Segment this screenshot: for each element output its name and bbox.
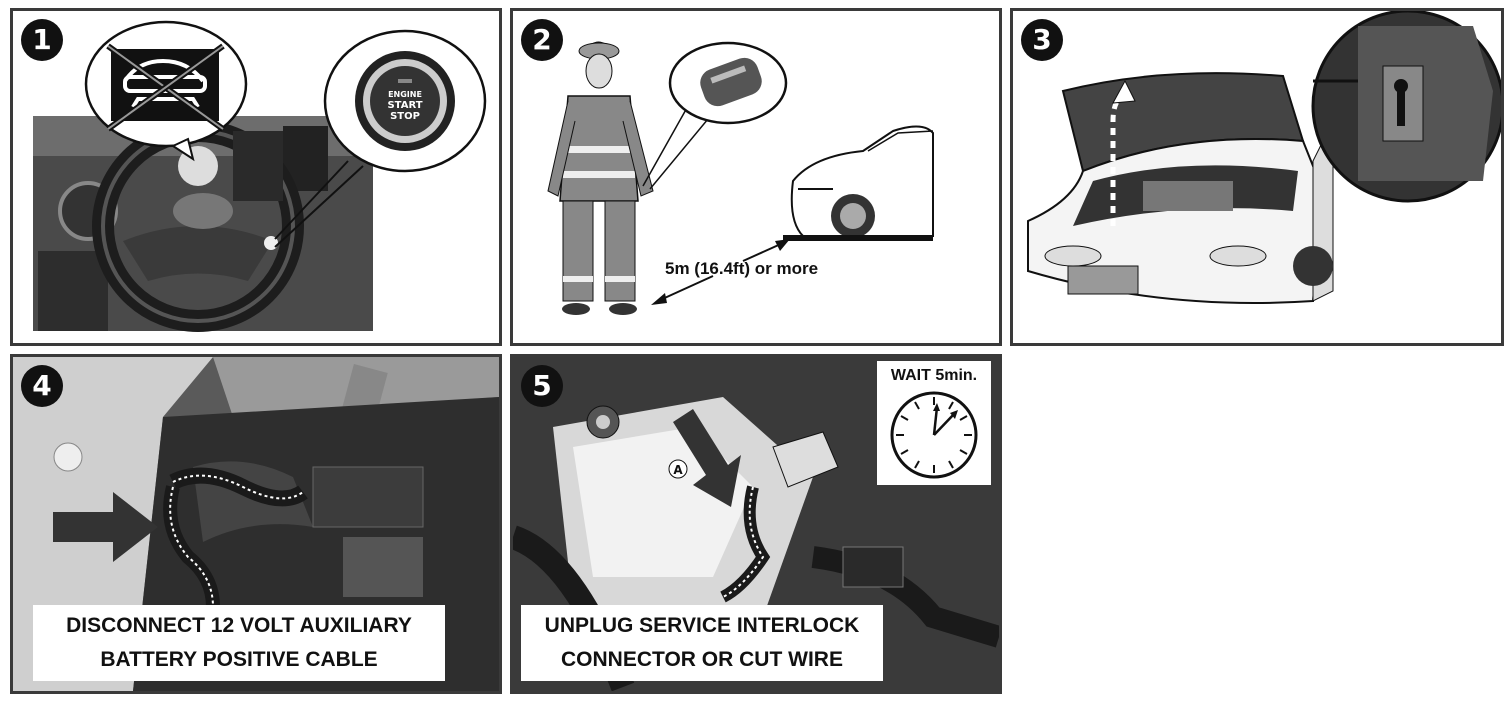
hood-latch-detail-bubble bbox=[1311, 11, 1501, 203]
step-3-panel: 3 bbox=[1010, 8, 1504, 346]
firefighter-distance-illustration bbox=[547, 41, 934, 315]
arrow-icon bbox=[673, 409, 741, 507]
dashboard-steering-wheel-illustration: ENGINE START STOP bbox=[33, 20, 487, 332]
step-5-panel: 5 A WAIT 5min. bbox=[510, 354, 1002, 694]
wait-timer-box: WAIT 5min. bbox=[877, 361, 991, 485]
engine-start-stop-button-icon: ENGINE START STOP bbox=[323, 29, 487, 173]
step-4-caption: DISCONNECT 12 VOLT AUXILIARY BATTERY POS… bbox=[33, 605, 445, 681]
step-4-panel: 4 DISCONNECT 12 VOLT AUXILIARY BATTERY P… bbox=[10, 354, 502, 694]
step-4-caption-line-1: DISCONNECT 12 VOLT AUXILIARY bbox=[66, 614, 412, 637]
point-a-label: A bbox=[673, 463, 683, 477]
step-4-number-badge: 4 bbox=[21, 365, 63, 407]
wait-label: WAIT 5min. bbox=[890, 367, 978, 384]
step-2-number-badge: 2 bbox=[521, 19, 563, 61]
step-1-panel: 1 bbox=[10, 8, 502, 346]
step-5-caption-line-1: UNPLUG SERVICE INTERLOCK bbox=[544, 614, 860, 637]
smart-key-icon bbox=[642, 41, 788, 190]
arrow-icon bbox=[651, 239, 790, 305]
step-1-number-badge: 1 bbox=[21, 19, 63, 61]
car-icon bbox=[783, 125, 934, 241]
distance-label: 5m (16.4ft) or more bbox=[665, 259, 819, 278]
clock-icon bbox=[890, 391, 978, 479]
button-text-line-3: STOP bbox=[390, 111, 420, 122]
step-2-panel: 2 bbox=[510, 8, 1002, 346]
firefighter-figure bbox=[547, 41, 654, 315]
step-4-caption-line-2: BATTERY POSITIVE CABLE bbox=[100, 648, 378, 671]
open-hood-illustration bbox=[1027, 11, 1501, 304]
step-5-number-badge: 5 bbox=[521, 365, 563, 407]
button-text-line-1: ENGINE bbox=[388, 90, 422, 99]
step-3-number-badge: 3 bbox=[1021, 19, 1063, 61]
arrow-icon bbox=[53, 492, 158, 562]
step-5-caption-line-2: CONNECTOR OR CUT WIRE bbox=[561, 648, 843, 671]
button-text-line-2: START bbox=[387, 100, 422, 111]
step-5-caption: UNPLUG SERVICE INTERLOCK CONNECTOR OR CU… bbox=[521, 605, 883, 681]
no-ready-indicator-icon bbox=[84, 20, 248, 162]
